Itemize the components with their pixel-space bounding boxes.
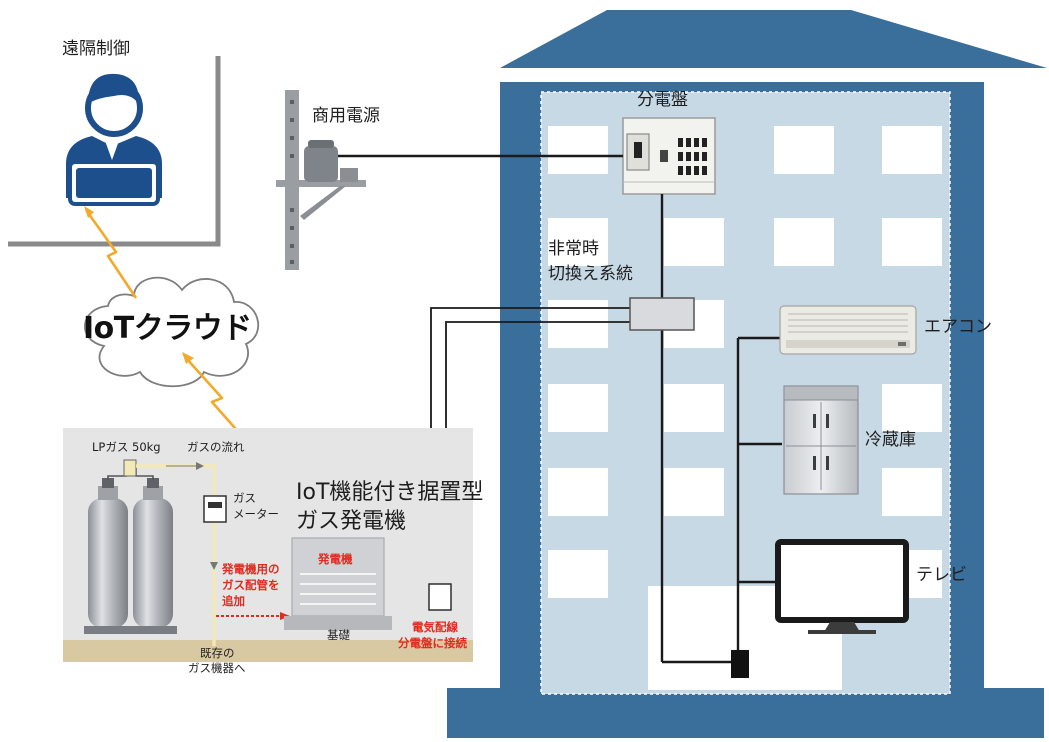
generator-title-line2: ガス発電機: [296, 509, 407, 534]
iot-cloud-label: IoTクラウド: [83, 311, 252, 346]
refrigerator-icon: [783, 385, 859, 495]
gas-meter-icon: [203, 495, 227, 523]
gas-flow-label: ガスの流れ: [187, 440, 245, 454]
gas-pipe-note-1: 発電機用の: [222, 562, 280, 576]
emergency-switch-label-1: 非常時: [548, 239, 599, 259]
emergency-switch-box: [629, 297, 695, 331]
building: [447, 10, 1047, 738]
distribution-board-label: 分電盤: [637, 90, 688, 110]
generator-title-line1: IoT機能付き据置型: [296, 480, 484, 505]
remote-room: [8, 56, 221, 247]
power-wires: [338, 154, 782, 664]
air-conditioner-icon: [779, 305, 917, 355]
distribution-board-icon: [622, 117, 716, 195]
gas-meter-label-1: ガス: [233, 491, 256, 505]
television-label: テレビ: [916, 565, 967, 585]
gas-meter-label-2: メーター: [233, 507, 279, 521]
lp-gas-tank-icon: [84, 464, 177, 634]
air-conditioner-label: エアコン: [924, 317, 992, 337]
room-wall: [8, 56, 221, 247]
generator-icon: [291, 537, 385, 617]
person-laptop-icon: [66, 73, 162, 206]
cloud-icon: [84, 276, 260, 388]
building-roof: [500, 10, 1047, 68]
refrigerator-label: 冷蔵庫: [865, 430, 916, 450]
existing-gas-label-2: ガス機器へ: [188, 661, 246, 675]
wiring-note-1: 電気配線: [412, 620, 458, 634]
outlet-box: [731, 650, 749, 678]
gas-pipe-note-2: ガス配管を: [222, 578, 280, 592]
lp-gas-label: LPガス 50kg: [92, 440, 161, 454]
gas-pipe-note-3: 追加: [222, 594, 245, 608]
foundation-label: 基礎: [327, 628, 350, 642]
television-icon: [775, 539, 909, 634]
existing-gas-label-1: 既存の: [200, 646, 235, 660]
gas-generator-panel: [63, 428, 473, 662]
wiring-note-2: 分電盤に接続: [398, 636, 467, 650]
remote-control-label: 遠隔制御: [62, 39, 130, 59]
building-base: [447, 688, 1044, 738]
generator-name-label: 発電機: [318, 552, 353, 566]
emergency-switch-label-2: 切換え系統: [548, 264, 633, 284]
commercial-power-label: 商用電源: [312, 106, 380, 126]
utility-pole-icon: [276, 90, 366, 270]
